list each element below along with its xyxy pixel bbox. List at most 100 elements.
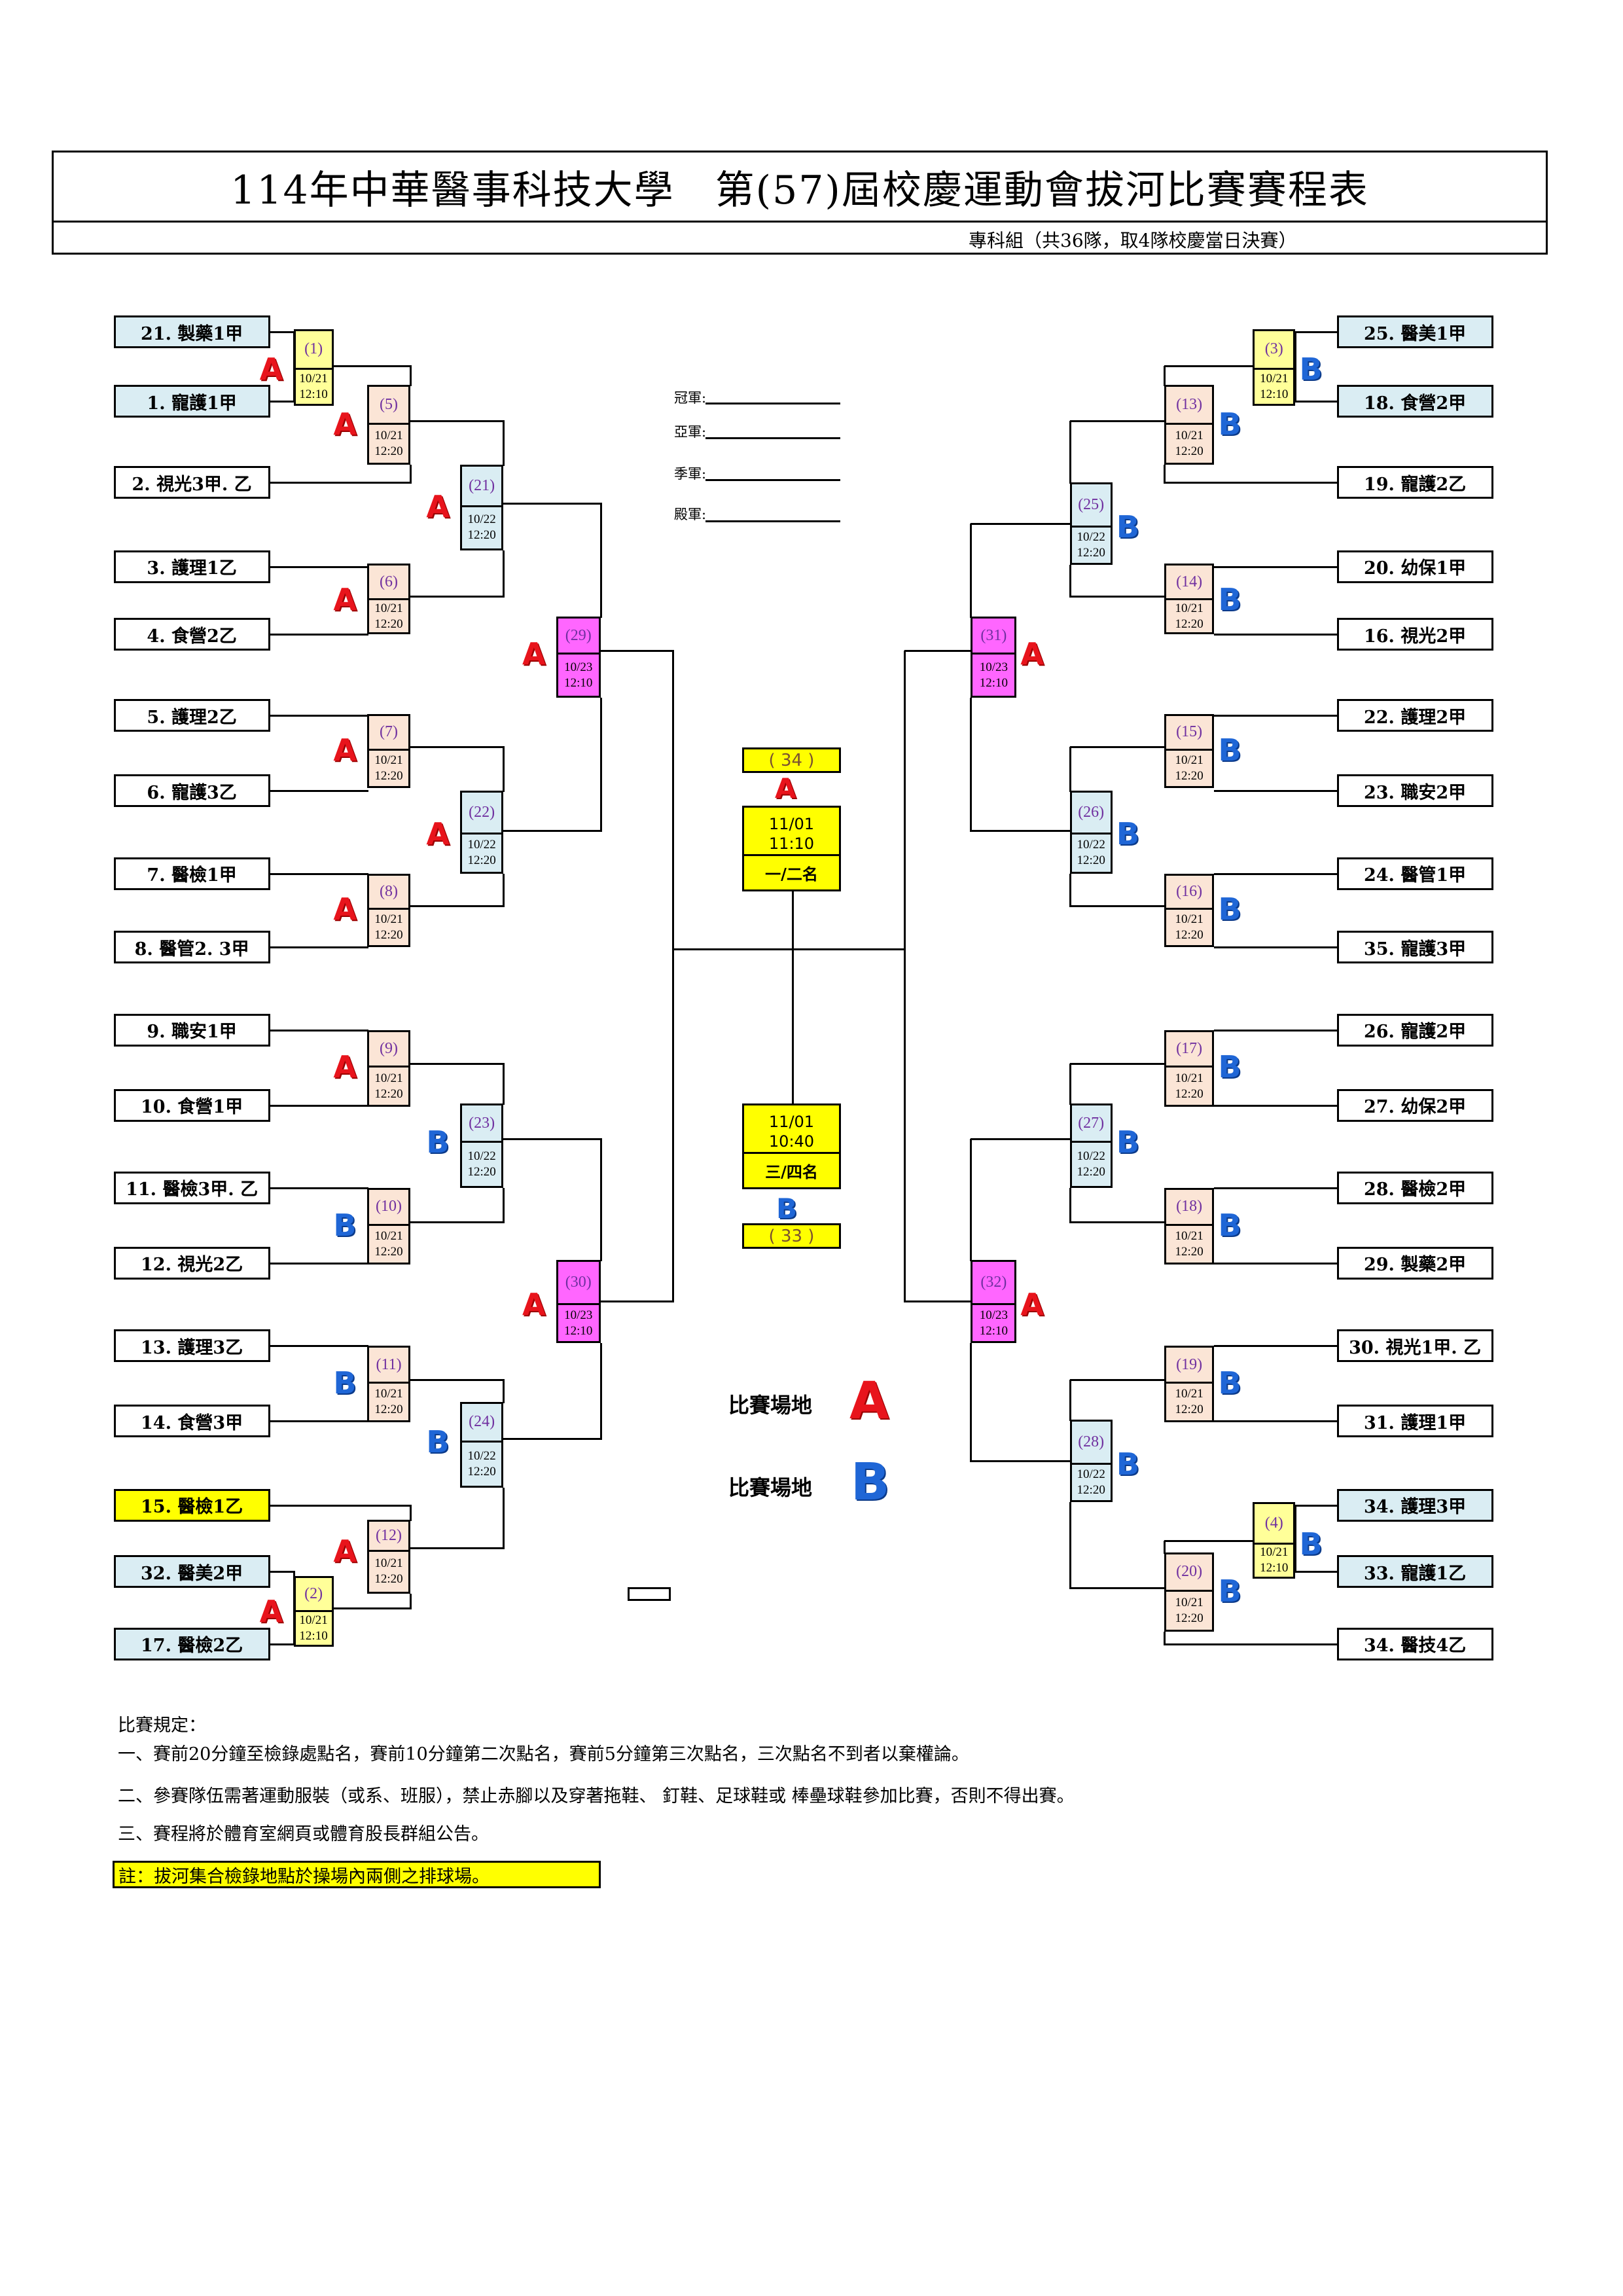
final-label: 一/二名	[744, 854, 839, 889]
bracket-line	[1163, 1632, 1166, 1645]
bracket-line	[270, 482, 412, 484]
bracket-line	[270, 1262, 369, 1265]
match-date: 10/21	[374, 1229, 403, 1243]
venue-b-icon: B	[1116, 1124, 1139, 1160]
bracket-line	[1069, 1063, 1166, 1066]
team-left-2: 1. 寵護1甲	[113, 385, 270, 418]
match-number: (20)	[1176, 1563, 1203, 1581]
match-time: 12:20	[374, 1403, 403, 1417]
bracket-line	[1069, 1064, 1071, 1105]
bracket-line	[599, 503, 602, 619]
match-time: 12:20	[467, 1165, 496, 1179]
third-place-time: 10:40	[768, 1132, 815, 1151]
bracket-line	[270, 565, 369, 568]
venue-b-icon: B	[333, 1207, 357, 1243]
match-date: 10/21	[1260, 1545, 1289, 1560]
rule-item-2: 二、參賽隊伍需著運動服裝（或系、班服），禁止赤腳以及穿著拖鞋、 釘鞋、足球鞋或 …	[118, 1786, 1075, 1806]
final-match-box: 11/01 11:10 一/二名	[742, 806, 841, 891]
match-date: 10/21	[1175, 1387, 1204, 1401]
third-place-label: 三/四名	[744, 1152, 839, 1187]
match-time: 12:20	[374, 1086, 403, 1101]
bracket-line	[293, 1571, 295, 1645]
bracket-line	[270, 634, 369, 636]
bracket-line	[1069, 745, 1166, 748]
match-date: 10/21	[1175, 1071, 1204, 1085]
award-third-line	[705, 479, 840, 481]
venue-a-icon: A	[775, 772, 796, 804]
bracket-line	[1163, 366, 1166, 387]
bracket-line	[1214, 1345, 1338, 1348]
venue-b-icon: B	[1116, 816, 1139, 852]
venue-b-icon: B	[1218, 891, 1241, 927]
bracket-line	[600, 1300, 675, 1303]
venue-b-icon: B	[1218, 581, 1241, 617]
match-time: 12:20	[1175, 617, 1204, 631]
bracket-line	[1164, 1643, 1338, 1645]
award-champion-label: 冠軍:	[674, 390, 707, 406]
bracket-line	[410, 420, 505, 422]
team-right-16: 34. 護理3甲	[1336, 1488, 1493, 1522]
bracket-line	[970, 698, 972, 833]
bracket-line	[502, 550, 505, 598]
match-time: 12:20	[1175, 1403, 1204, 1417]
bracket-line	[502, 1064, 505, 1105]
match-date: 10/21	[1175, 753, 1204, 767]
bracket-line	[410, 905, 505, 908]
venue-a-icon: A	[333, 1533, 357, 1569]
match-date: 10/21	[374, 601, 403, 615]
bracket-line	[503, 1138, 602, 1141]
match-number: (14)	[1176, 573, 1203, 590]
team-left-3: 2. 視光3甲. 乙	[113, 466, 270, 499]
match-time: 12:20	[1175, 1244, 1204, 1259]
team-right-7: 23. 職安2甲	[1336, 774, 1493, 808]
bracket-line	[1214, 1029, 1338, 1031]
match-time: 12:20	[467, 1464, 496, 1479]
match-number: (13)	[1176, 395, 1203, 413]
award-fourth-line	[705, 520, 840, 522]
bracket-line	[409, 366, 412, 387]
bracket-line	[270, 1345, 369, 1348]
match-date: 10/21	[1175, 1596, 1204, 1610]
match-number: (8)	[380, 882, 399, 900]
team-left-5: 4. 食營2乙	[113, 618, 270, 651]
match-time: 12:10	[299, 1629, 328, 1643]
bracket-line	[270, 872, 369, 875]
bracket-line	[409, 1505, 412, 1522]
bracket-line	[1069, 420, 1071, 484]
team-left-6: 5. 護理2乙	[113, 699, 270, 732]
venue-a-icon: A	[259, 351, 283, 387]
bracket-line	[270, 1420, 369, 1423]
match-date: 10/22	[1077, 838, 1105, 852]
match-time: 12:20	[374, 1244, 403, 1259]
bracket-line	[410, 1221, 505, 1223]
bracket-line	[1163, 465, 1166, 484]
match-date: 10/21	[1260, 372, 1289, 386]
venue-b-icon: B	[776, 1193, 798, 1225]
team-right-17: 33. 寵護1乙	[1336, 1555, 1493, 1588]
bracket-line	[270, 1504, 412, 1507]
bracket-line	[791, 891, 794, 1105]
note-box: 註：拔河集合檢錄地點於操場內兩側之排球場。	[113, 1861, 601, 1888]
venue-b-icon: B	[1218, 1049, 1241, 1085]
legend-venue-b-icon: B	[851, 1453, 890, 1512]
bracket-line	[410, 1378, 505, 1381]
match-number: (2)	[304, 1585, 323, 1603]
bracket-line	[502, 1379, 505, 1403]
match-number: (23)	[469, 1114, 495, 1132]
bracket-line	[1214, 946, 1338, 949]
bracket-line	[502, 420, 505, 467]
match-number: (11)	[376, 1355, 402, 1373]
legend-venue-b-label: 比賽場地	[728, 1475, 813, 1500]
team-right-5: 16. 視光2甲	[1336, 618, 1493, 651]
venue-a-icon: A	[1020, 636, 1044, 672]
match-number: (26)	[1078, 804, 1105, 821]
match-time: 12:20	[374, 444, 403, 458]
bracket-line	[1295, 1571, 1338, 1573]
bracket-line	[1069, 1221, 1166, 1223]
bracket-line	[1294, 1505, 1297, 1573]
